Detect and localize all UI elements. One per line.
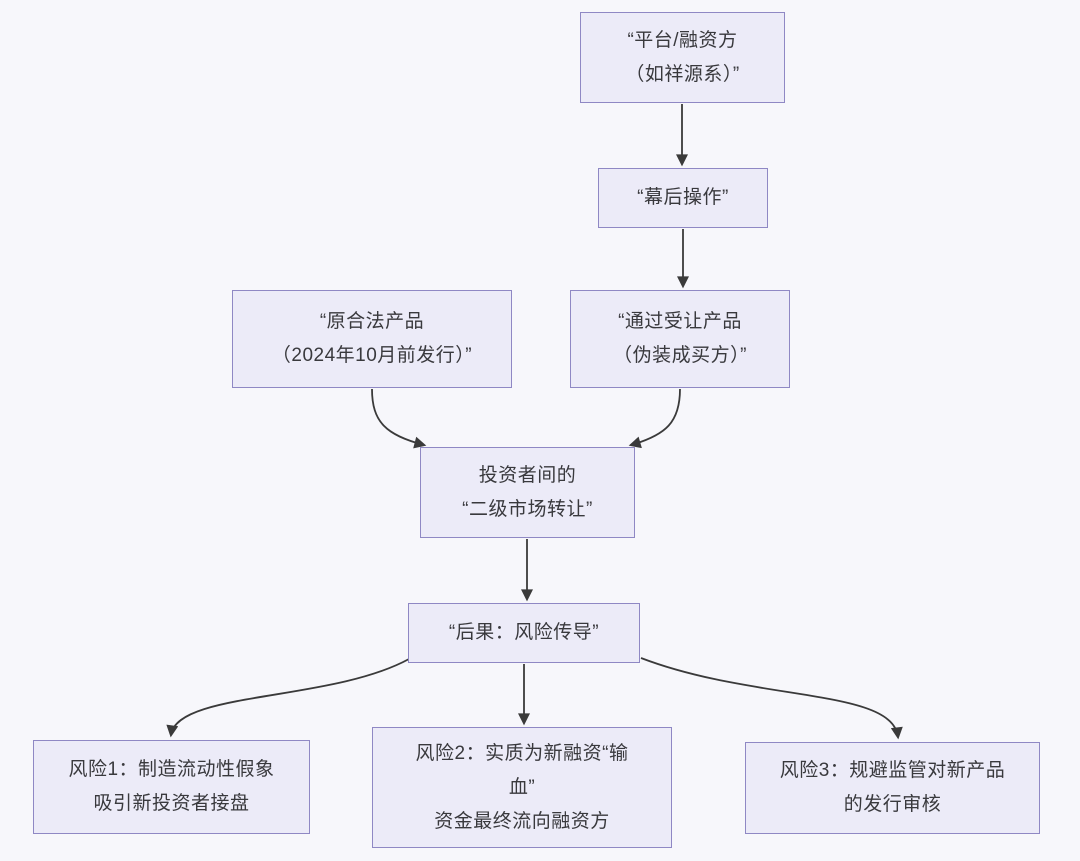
node-text-line: “原合法产品: [319, 311, 425, 332]
node-consequence-risk-transmission: “后果：风险传导”: [408, 603, 640, 663]
arrow-original-to-secondary: [371, 388, 427, 449]
node-text-line: “幕后操作”: [637, 187, 729, 208]
node-risk-1: 风险1：制造流动性假象 吸引新投资者接盘: [33, 740, 310, 834]
node-text-line: （2024年10月前发行）”: [271, 345, 473, 366]
arrow-consequence-to-risk1: [166, 658, 410, 738]
node-text-line: “平台/融资方: [627, 29, 738, 51]
node-risk-2: 风险2：实质为新融资“输 血” 资金最终流向融资方: [372, 727, 672, 848]
node-text-line: （如祥源系）”: [625, 63, 740, 85]
node-behind-the-scenes: “幕后操作”: [598, 168, 768, 228]
node-text-line: 风险1：制造流动性假象: [68, 759, 275, 780]
node-transferee-product: “通过受让产品 （伪装成买方）”: [570, 290, 790, 388]
arrow-transferee-to-secondary: [628, 388, 681, 449]
node-text-line: 吸引新投资者接盘: [93, 793, 250, 814]
node-text-line: （伪装成买方）”: [613, 345, 747, 366]
node-platform-financier: “平台/融资方 （如祥源系）”: [580, 12, 785, 103]
node-text-line: “二级市场转让”: [462, 498, 593, 520]
node-text-line: 血”: [508, 776, 536, 798]
node-text-line: 的发行审核: [843, 794, 942, 815]
node-text-line: 资金最终流向融资方: [434, 810, 610, 832]
node-text-line: 风险2：实质为新融资“输: [415, 742, 629, 764]
node-original-legal-product: “原合法产品 （2024年10月前发行）”: [232, 290, 512, 388]
arrow-consequence-to-risk3: [640, 657, 903, 740]
node-text-line: “后果：风险传导”: [448, 622, 600, 643]
node-risk-3: 风险3：规避监管对新产品 的发行审核: [745, 742, 1040, 834]
node-text-line: 风险3：规避监管对新产品: [779, 760, 1006, 781]
node-text-line: “通过受让产品: [618, 311, 742, 332]
node-text-line: 投资者间的: [478, 464, 577, 486]
node-secondary-market-transfer: 投资者间的 “二级市场转让”: [420, 447, 635, 538]
